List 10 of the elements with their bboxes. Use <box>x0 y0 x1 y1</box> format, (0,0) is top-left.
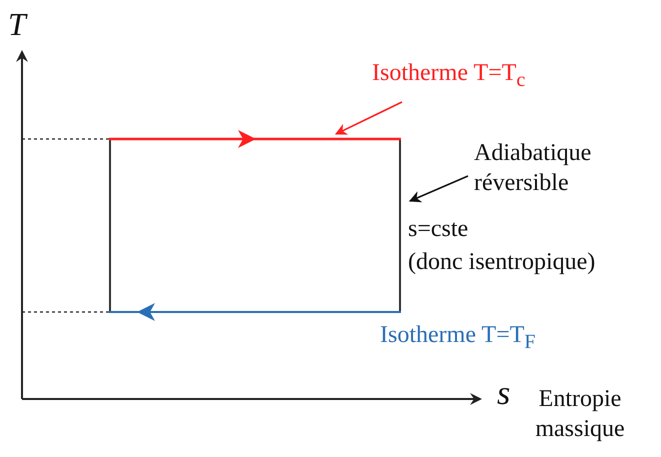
curve-label: Isotherme T=T$_{F}$ <box>380 321 536 355</box>
leader-arrow <box>334 101 402 135</box>
annotation-label: Adiabatique réversible <box>474 138 634 198</box>
axis-label: T <box>8 5 26 44</box>
leader-arrow <box>408 175 468 202</box>
annotation: (donc isentropique) <box>408 248 596 277</box>
axis-title: Entropie massique <box>534 385 626 444</box>
annotation-label: Isotherme T=T$_{c}$ <box>372 58 526 95</box>
axis-label: s <box>497 374 510 414</box>
annotation: s=cste <box>408 215 468 244</box>
